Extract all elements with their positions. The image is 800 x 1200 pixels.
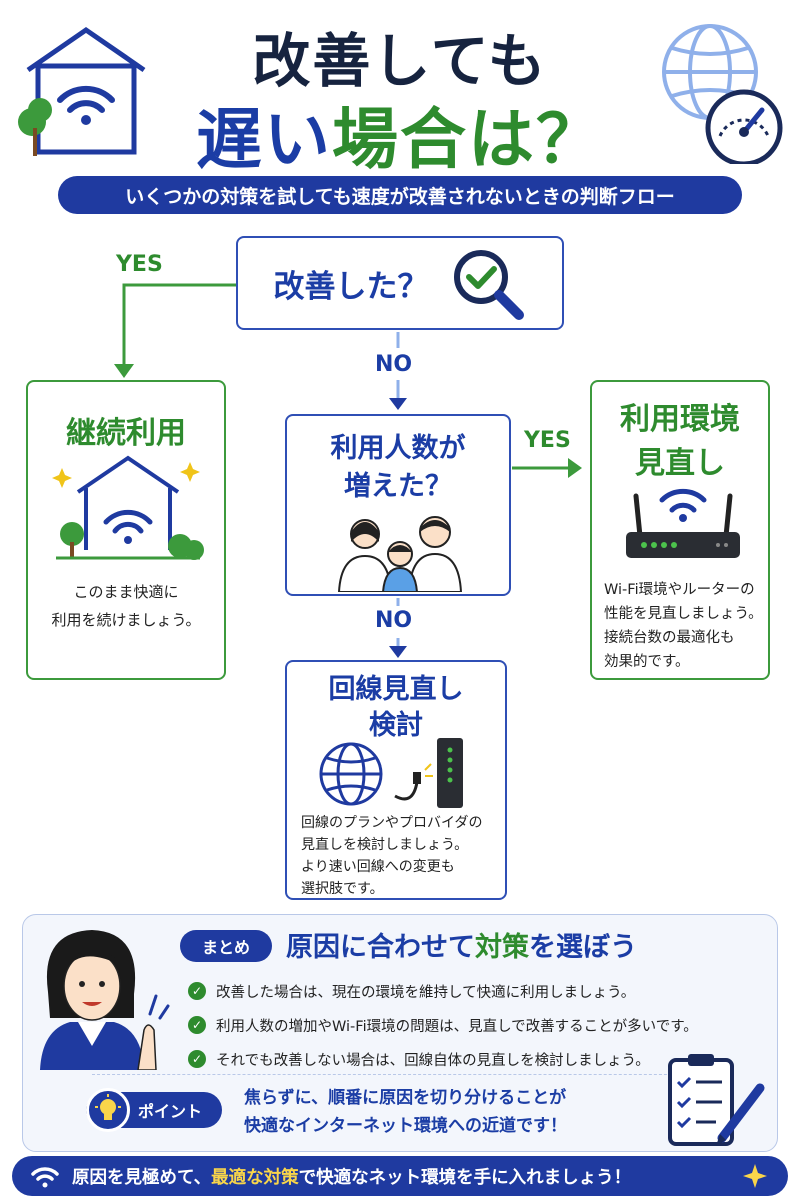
question-improved-box: 改善した？ [236, 236, 564, 330]
continue-use-title: 継続利用 [66, 416, 186, 451]
environment-review-text-line: 効果的です。 [604, 654, 690, 670]
line-review-title-line2: 検討 [369, 710, 423, 741]
family-icon [337, 516, 463, 592]
summary-bullet-list: ✓ 改善した場合は、現在の環境を維持して快適に利用しましょう。 ✓ 利用人数の増加や… [188, 974, 748, 1076]
summary-title: 原因に合わせて対策を選ぼう [286, 925, 637, 964]
summary-bullet: ✓ 改善した場合は、現在の環境を維持して快適に利用しましょう。 [188, 974, 748, 1008]
environment-review-title-line1: 利用環境 [620, 402, 740, 437]
house-wifi-icon [52, 455, 204, 560]
lightbulb-icon [86, 1088, 130, 1132]
line-review-text-line: 見直しを検討しましょう。 [301, 837, 469, 853]
page-title-line2: 遅い場合は？ [150, 86, 650, 182]
line-review-title: 回線見直し 検討 [287, 672, 505, 744]
point-text-line1: 焦らずに、順番に原因を切り分けることが [244, 1088, 567, 1108]
check-icon: ✓ [188, 982, 206, 1000]
question-users-line2: 増えた？ [344, 471, 452, 502]
globe-cable-icon [319, 738, 463, 808]
continue-use-text: このまま快適に 利用を続けましょう。 [28, 578, 224, 634]
summary-bullet-text: それでも改善しない場合は、回線自体の見直しを検討しましょう。 [216, 1052, 650, 1069]
question-improved-label: 改善した？ [273, 268, 429, 305]
title-slow: 遅い [196, 101, 332, 178]
continue-use-text-line: 利用を続けましょう。 [51, 611, 201, 629]
q1-yes-label: YES [116, 252, 163, 277]
environment-review-text-line: Wi-Fi環境やルーターの [604, 582, 755, 598]
continue-use-box: 継続利用 このまま快適に 利用を続けましょう。 [26, 380, 226, 680]
footer-text-part: で快適なネット環境を手に入れましょう！ [298, 1167, 632, 1188]
environment-review-text-line: 接続台数の最適化も [604, 630, 735, 646]
router-icon [626, 488, 740, 558]
check-icon: ✓ [188, 1050, 206, 1068]
environment-review-box: 利用環境 見直し Wi-Fi環境やルーターの 性能を見直しましょう。 接続台数の… [590, 380, 770, 680]
summary-bullet-text: 改善した場合は、現在の環境を維持して快適に利用しましょう。 [216, 984, 636, 1001]
summary-bullet-text: 利用人数の増加やWi-Fi環境の問題は、見直しで改善することが多いです。 [216, 1018, 698, 1035]
summary-bullet: ✓ それでも改善しない場合は、回線自体の見直しを検討しましょう。 [188, 1042, 748, 1076]
environment-review-text: Wi-Fi環境やルーターの 性能を見直しましょう。 接続台数の最適化も 効果的で… [604, 578, 766, 674]
question-users-increased-label: 利用人数が 増えた？ [287, 430, 509, 506]
check-icon: ✓ [188, 1016, 206, 1034]
globe-speedometer-icon [662, 24, 783, 164]
title-case: 場合は？ [332, 101, 604, 178]
footer-text-highlight: 最適な対策 [211, 1167, 299, 1188]
magnifier-check-icon [453, 250, 524, 320]
line-review-title-line1: 回線見直し [328, 674, 464, 705]
summary-title-highlight: 対策 [475, 932, 529, 963]
subtitle-banner: いくつかの対策を試しても速度が改善されないときの判断フロー [58, 176, 742, 214]
line-review-text-line: より速い回線への変更も [301, 859, 455, 875]
question-users-line1: 利用人数が [330, 433, 466, 464]
point-divider [92, 1074, 692, 1075]
q2-yes-label: YES [524, 428, 571, 453]
house-wifi-icon [18, 26, 146, 156]
question-users-increased-box: 利用人数が 増えた？ [285, 414, 511, 596]
q2-no-label: NO [375, 608, 413, 633]
point-text: 焦らずに、順番に原因を切り分けることが 快適なインターネット環境への近道です！ [244, 1084, 664, 1140]
flow-connectors [114, 283, 582, 658]
q1-no-label: NO [375, 352, 413, 377]
footer-banner: 原因を見極めて、最適な対策で快適なネット環境を手に入れましょう！ [12, 1156, 788, 1196]
footer-text-part: 原因を見極めて、 [72, 1167, 212, 1188]
point-text-line2: 快適なインターネット環境への近道です！ [244, 1116, 567, 1136]
wifi-icon [31, 1167, 59, 1188]
summary-title-part: 原因に合わせて [286, 932, 475, 963]
page-title-line1: 改善しても [252, 27, 548, 95]
line-review-text: 回線のプランやプロバイダの 見直しを検討しましょう。 より速い回線への変更も 選… [301, 812, 501, 900]
clipboard-checklist-icon [668, 1054, 765, 1146]
sparkle-icon [743, 1164, 767, 1188]
line-review-text-line: 回線のプランやプロバイダの [301, 815, 483, 831]
summary-pill: まとめ [180, 930, 272, 962]
environment-review-text-line: 性能を見直しましょう。 [604, 606, 763, 622]
environment-review-title-line2: 見直し [635, 446, 725, 481]
summary-bullet: ✓ 利用人数の増加やWi-Fi環境の問題は、見直しで改善することが多いです。 [188, 1008, 748, 1042]
environment-review-title: 利用環境 見直し [592, 398, 768, 486]
line-review-text-line: 選択肢です。 [301, 881, 384, 897]
continue-use-text-line: このまま快適に [73, 583, 179, 601]
presenter-woman-icon [40, 930, 170, 1070]
summary-title-part: を選ぼう [529, 932, 637, 963]
line-review-box: 回線見直し 検討 回線のプランやプロバイダの 見直しを検討しましょう。 より速い… [285, 660, 507, 900]
